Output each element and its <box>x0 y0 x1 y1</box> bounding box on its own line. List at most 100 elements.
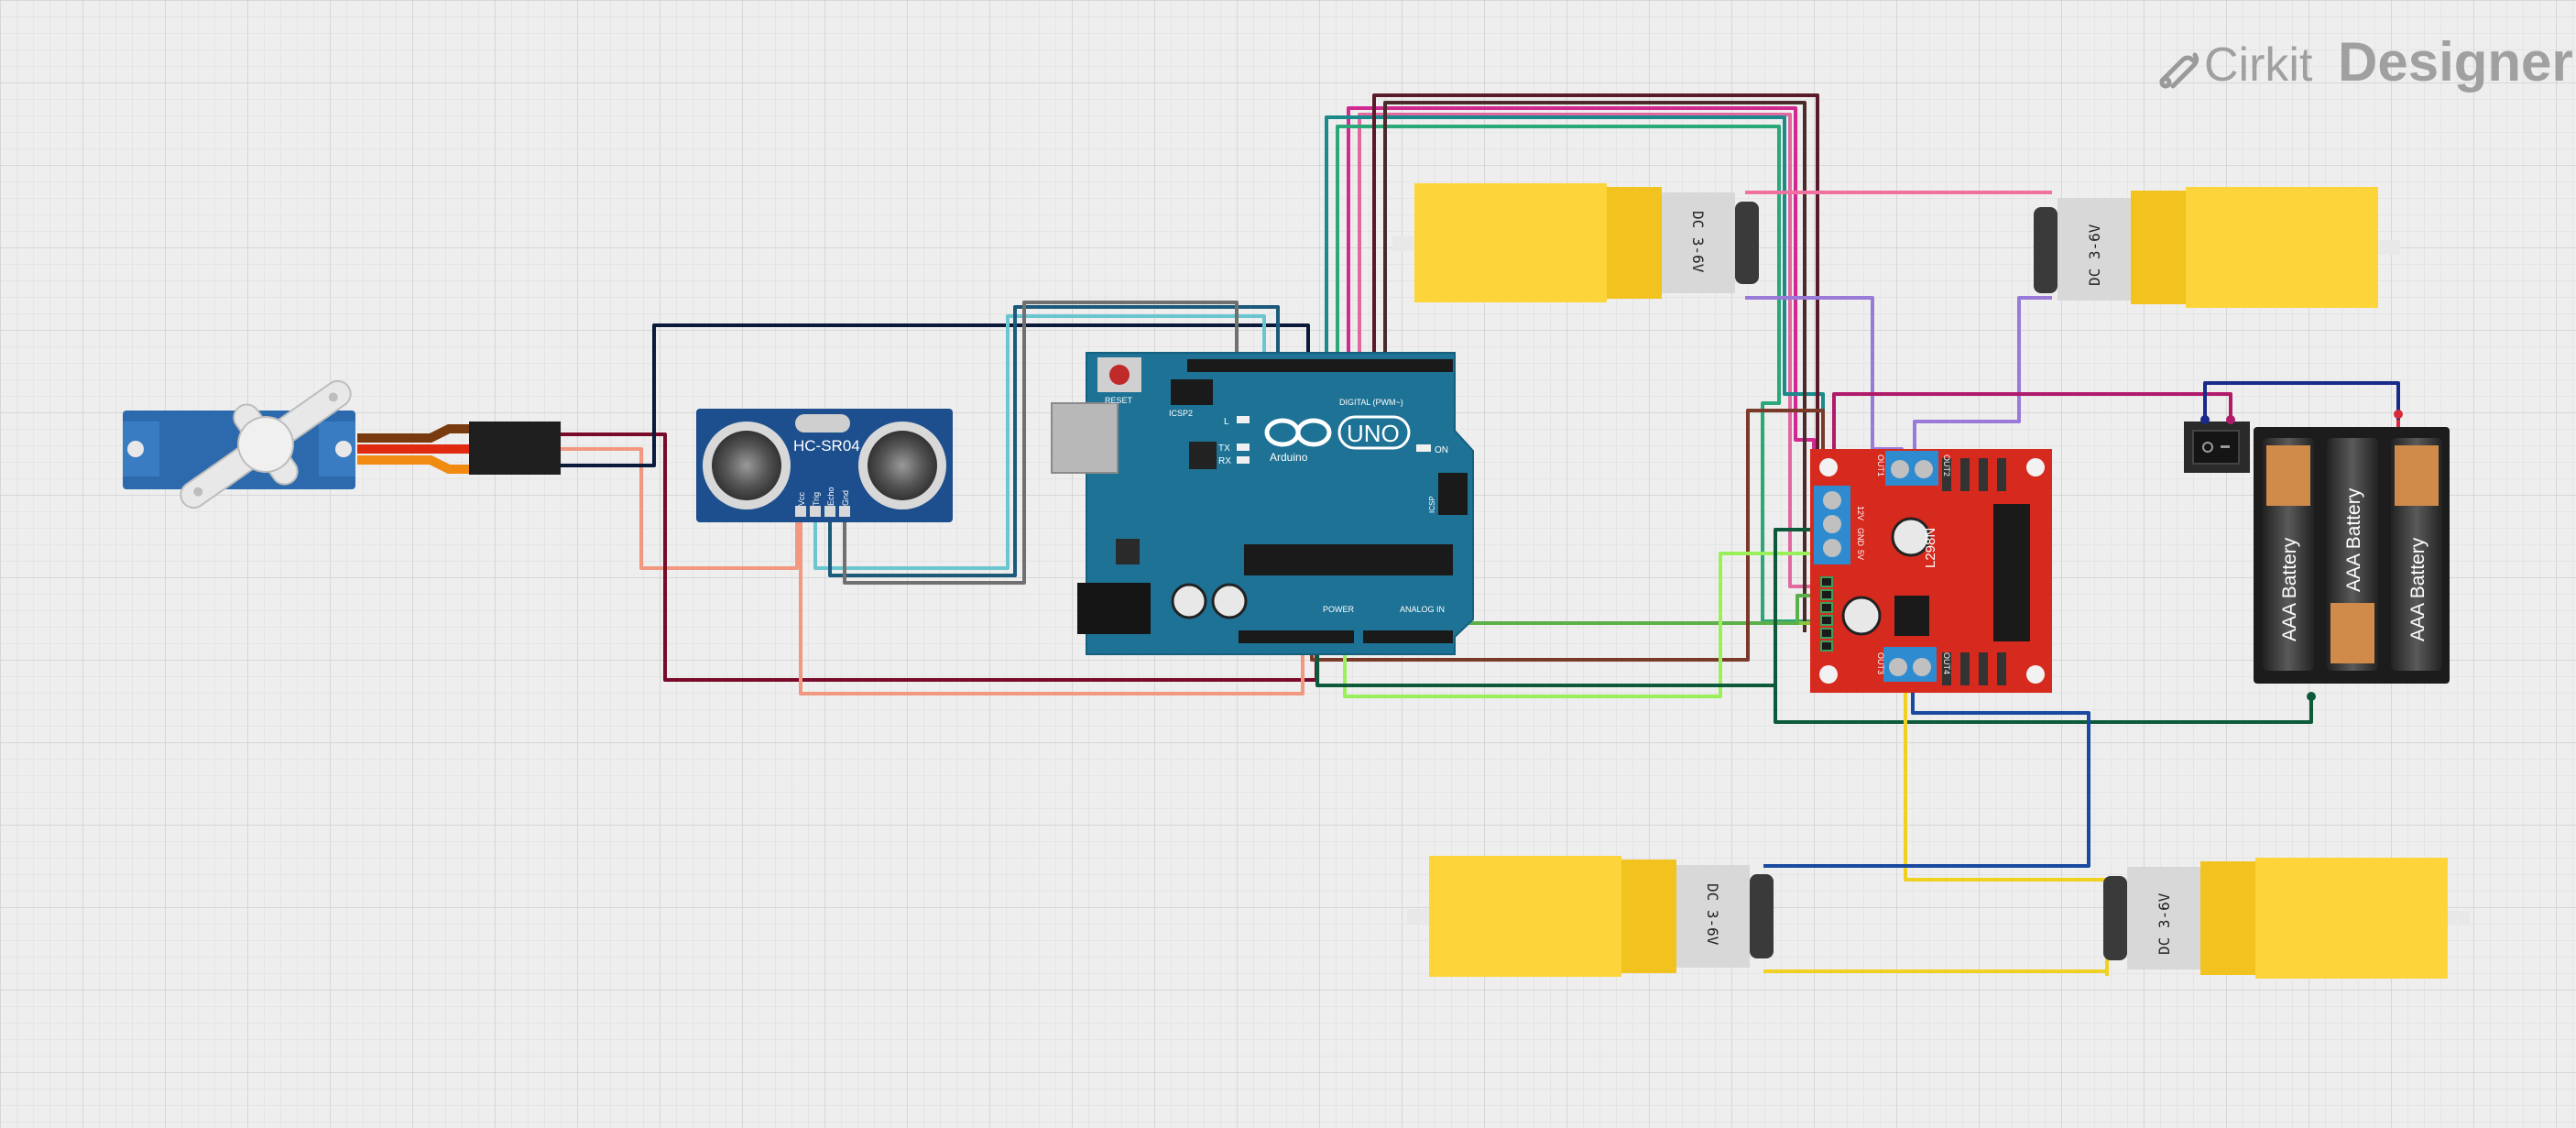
arduino-brand: Arduino <box>1270 451 1308 464</box>
motor-can <box>1676 865 1750 968</box>
driver-input-pins[interactable] <box>1820 576 1833 652</box>
motor-can <box>1662 192 1735 293</box>
pin-in1[interactable] <box>1820 589 1833 600</box>
analog-header[interactable] <box>1363 630 1453 643</box>
pin-trig[interactable] <box>810 506 821 517</box>
label-out3: OUT3 <box>1876 652 1885 674</box>
servo-mount-hole <box>127 441 144 457</box>
icsp-header[interactable] <box>1438 473 1468 515</box>
pin-label-vcc: Vcc <box>797 491 806 506</box>
heatsink-fins <box>1942 458 2006 685</box>
screw <box>1823 515 1841 533</box>
pin-ena[interactable] <box>1820 576 1833 587</box>
wire-out1b[interactable] <box>1913 296 2052 458</box>
usb-port[interactable] <box>1051 402 1119 474</box>
pin-enb[interactable] <box>1820 641 1833 652</box>
battery-terminal-positive[interactable] <box>2394 410 2403 419</box>
battery-terminal-negative[interactable] <box>2307 692 2316 701</box>
pin-in4[interactable] <box>1820 628 1833 639</box>
uno-badge <box>1337 415 1411 450</box>
motor-top-left[interactable]: DC 3-6V <box>1392 183 1759 302</box>
wire-gnd-battery[interactable] <box>1315 528 2313 724</box>
wire-out4-blue[interactable] <box>1763 678 2090 868</box>
screw <box>1915 460 1933 478</box>
led-on <box>1416 444 1431 452</box>
wire-hcsr04-echo[interactable] <box>828 305 1280 577</box>
wire-hcsr04-gnd[interactable] <box>843 301 1239 585</box>
battery-pack[interactable]: AAA Battery AAA Battery AAA Battery <box>2254 410 2450 701</box>
hcsr04-pin-labels: Vcc Trig Echo Gnd <box>797 487 850 506</box>
digital-label: DIGITAL (PWM~) <box>1339 398 1403 407</box>
screw <box>1823 491 1841 509</box>
motor-axle <box>1392 236 1414 251</box>
wire-d6-in[interactable] <box>1358 113 1821 588</box>
motor-gearbox <box>1414 183 1607 302</box>
driver-power-labels: 12V GND 5V <box>1856 506 1865 560</box>
motor-bottom-left[interactable]: DC 3-6V <box>1407 856 1774 977</box>
motor-top-right[interactable]: DC 3-6V <box>2034 187 2400 308</box>
power-label: POWER <box>1323 605 1355 614</box>
arduino-uno[interactable]: RESET ICSP2 L TX RX ON Arduino UNO <box>1051 352 1474 655</box>
screw <box>1823 539 1841 557</box>
switch-pin[interactable] <box>2226 415 2235 424</box>
wire-hcsr04-vcc[interactable] <box>799 506 1304 695</box>
label-out1: OUT1 <box>1876 454 1885 476</box>
mount-hole <box>1819 665 1838 684</box>
hcsr04-pins[interactable] <box>795 506 850 517</box>
switch-pin[interactable] <box>2200 415 2210 424</box>
pin-gnd[interactable] <box>839 506 850 517</box>
capacitor-1 <box>1171 583 1207 619</box>
brand-name-light: Cirkit <box>2204 38 2313 92</box>
motor-label: DC 3-6V <box>2086 224 2103 286</box>
servo-motor[interactable] <box>123 349 561 540</box>
motor-axle <box>2448 911 2470 925</box>
pin-in3[interactable] <box>1820 615 1833 626</box>
servo-cable-orange <box>357 455 469 474</box>
battery-cell-1: AAA Battery <box>2263 438 2314 671</box>
driver-model: L298N <box>1923 528 1938 568</box>
wires[interactable] <box>561 93 2400 976</box>
icsp2-header[interactable] <box>1171 379 1213 405</box>
power-header[interactable] <box>1239 630 1354 643</box>
pin-in2[interactable] <box>1820 602 1833 613</box>
wire-12v-lime[interactable] <box>1343 552 1823 698</box>
motor-bottom-right[interactable]: DC 3-6V <box>2103 858 2470 979</box>
pin-vcc[interactable] <box>795 506 806 517</box>
motor-gearbox <box>1429 856 1621 977</box>
hcsr04-crystal <box>795 414 850 433</box>
reset-button[interactable] <box>1109 365 1130 385</box>
switch-rocker[interactable] <box>2192 430 2240 465</box>
motor-gearbox <box>2186 187 2378 308</box>
servo-horn[interactable] <box>157 349 375 540</box>
mount-hole <box>2026 665 2045 684</box>
motor-endcap <box>1735 202 1759 284</box>
wire-servo-gnd[interactable] <box>561 323 1310 467</box>
wire-hcsr04-trig[interactable] <box>813 314 1266 570</box>
atmega-chip <box>1244 544 1453 575</box>
hcsr04-model: HC-SR04 <box>793 437 860 454</box>
wire-switch-blue[interactable] <box>2203 381 2400 420</box>
wire-servo-vcc[interactable] <box>561 447 799 570</box>
label-gnd: GND <box>1856 528 1865 547</box>
reset-label: RESET <box>1105 396 1133 405</box>
wire-d9-ena[interactable] <box>1383 101 1806 632</box>
pin-echo[interactable] <box>824 506 835 517</box>
servo-mount-hole-right <box>335 441 352 457</box>
rocker-switch[interactable] <box>2184 415 2250 473</box>
digital-header[interactable] <box>1187 359 1453 372</box>
power-jack[interactable] <box>1077 583 1151 634</box>
battery-cell-label: AAA Battery <box>2343 487 2364 592</box>
battery-cell-label: AAA Battery <box>2279 537 2300 641</box>
screw <box>1913 658 1931 676</box>
servo-connector[interactable] <box>469 422 561 475</box>
wire-switch-red[interactable] <box>1832 392 2232 458</box>
led-l <box>1237 416 1250 423</box>
switch-mark-off <box>2202 442 2213 453</box>
chip-small <box>1189 442 1217 469</box>
l298n-driver[interactable]: L298N OUT1 OUT2 OUT3 OUT4 12V GND 5V <box>1810 449 2052 693</box>
ultrasonic-sensor[interactable]: HC-SR04 Vcc Trig Echo Gnd <box>696 409 953 522</box>
led-rx <box>1237 456 1250 464</box>
motor-gearbox-front <box>1621 860 1676 973</box>
uno-model: UNO <box>1347 420 1400 447</box>
